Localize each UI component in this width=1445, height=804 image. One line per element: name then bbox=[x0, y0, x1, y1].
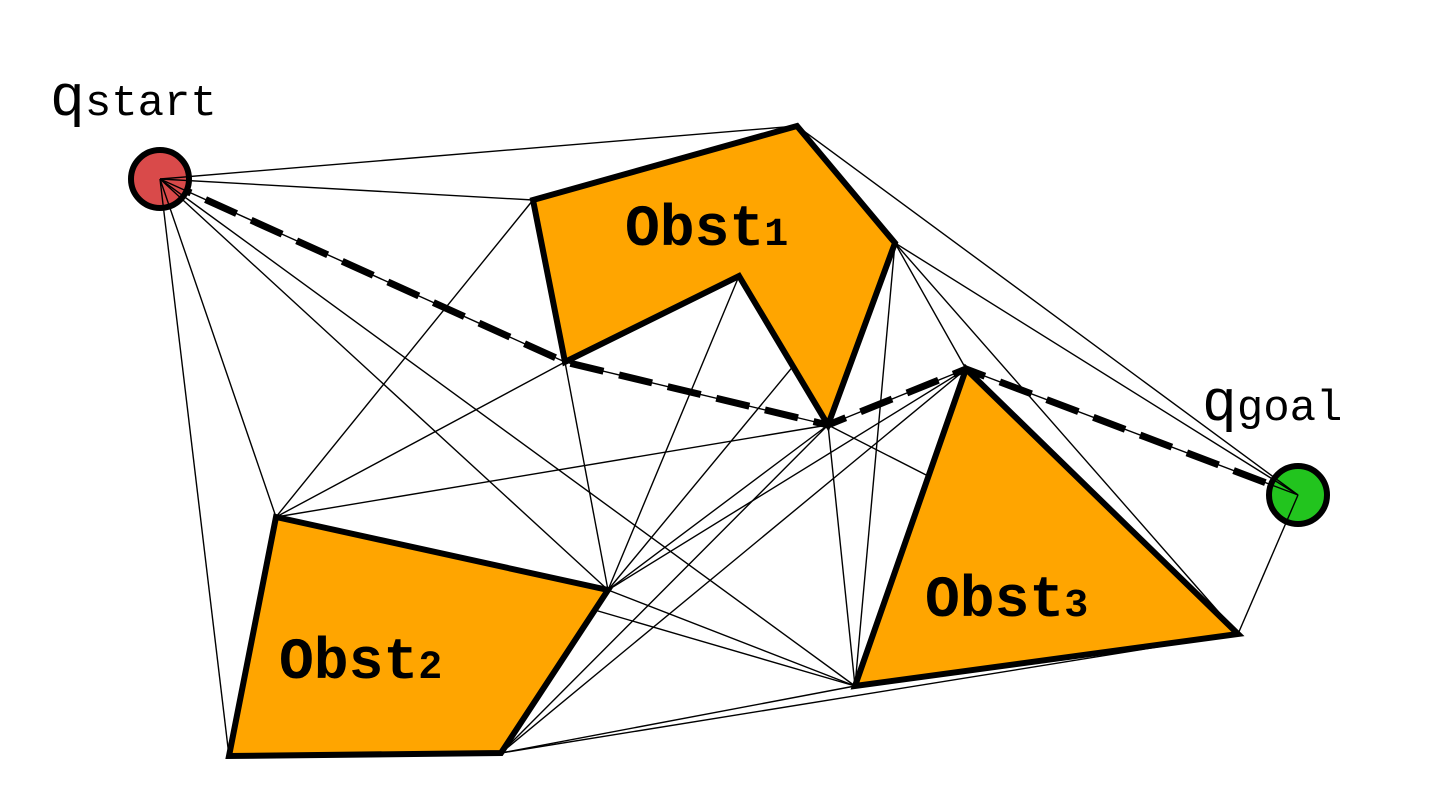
visibility-edge bbox=[854, 242, 896, 687]
visibility-edge bbox=[500, 685, 856, 754]
visibility-edge bbox=[159, 178, 856, 687]
visibility-edge bbox=[827, 368, 967, 426]
visibility-edge bbox=[894, 242, 1299, 496]
visibility-edge bbox=[607, 424, 829, 591]
node-edge-segment bbox=[159, 178, 165, 209]
obstacle-3-label: Obst3 bbox=[925, 569, 1088, 634]
visibility-edge bbox=[564, 361, 609, 591]
node-edge-segment bbox=[159, 178, 190, 182]
visibility-edge bbox=[159, 178, 534, 201]
visibility-edge bbox=[500, 368, 967, 754]
visibility-edge bbox=[827, 424, 856, 687]
obstacle-1-polygon bbox=[529, 122, 899, 432]
obstacle-3-polygon bbox=[850, 363, 1245, 690]
visibility-edge bbox=[500, 424, 829, 754]
visibility-edge bbox=[159, 125, 798, 180]
visibility-edge bbox=[159, 178, 277, 518]
obstacle-1-label: Obst1 bbox=[625, 198, 788, 263]
start-label: qstart bbox=[50, 68, 217, 133]
shortest-path bbox=[158, 175, 1300, 499]
visibility-edge bbox=[796, 125, 1299, 496]
obstacle-2-label: Obst2 bbox=[279, 631, 442, 696]
obstacle-2-polygon bbox=[225, 513, 613, 760]
visibility-edge bbox=[275, 424, 829, 518]
node-edge-segment bbox=[1269, 483, 1299, 496]
node-edge-segment bbox=[159, 178, 185, 198]
visibility-edge bbox=[275, 361, 566, 518]
visibility-edge bbox=[500, 633, 1239, 754]
visibility-edge bbox=[894, 242, 1239, 635]
node-edge-segment bbox=[159, 178, 171, 208]
visibility-edge bbox=[159, 178, 230, 757]
node-edge-segment bbox=[1272, 478, 1299, 496]
visibility-edge bbox=[894, 242, 967, 370]
node-edge-segment bbox=[159, 178, 188, 192]
visibility-edge bbox=[607, 589, 856, 687]
visibility-edge bbox=[275, 199, 534, 518]
node-edges-overlay bbox=[159, 175, 1299, 523]
node-edge-segment bbox=[1285, 494, 1299, 523]
visibility-edge bbox=[607, 275, 740, 591]
visibility-edge bbox=[607, 368, 967, 591]
goal-label: qgoal bbox=[1202, 373, 1342, 438]
